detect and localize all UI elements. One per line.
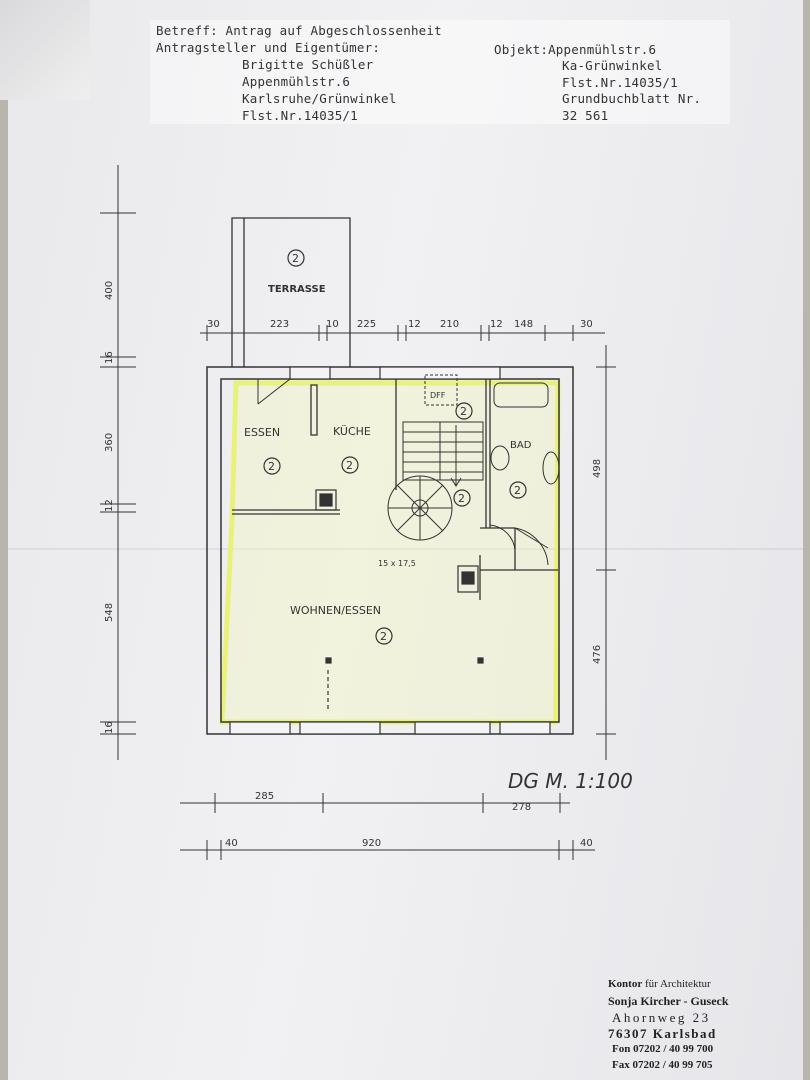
stamp-kontor: Kontor <box>608 978 643 990</box>
dimension-labels: 30 223 10 225 12 210 12 148 30 400 16 36… <box>104 281 603 849</box>
dim-top: 225 <box>357 319 376 330</box>
owner-city: Karlsruhe/Grünwinkel <box>242 91 397 106</box>
dim-top: 12 <box>490 319 503 330</box>
stamp-fax: Fax 07202 / 40 99 705 <box>612 1059 713 1071</box>
label-bath: BAD <box>510 440 532 451</box>
label-attic-hatch: DFF <box>430 391 446 400</box>
stamp-city: 76307 Karlsbad <box>608 1026 717 1041</box>
object-parcel: Flst.Nr.14035/1 <box>562 75 678 90</box>
unit-marker: 2 <box>375 627 393 645</box>
dim-top: 148 <box>514 319 533 330</box>
unit-marker: 2 <box>287 249 305 267</box>
owner-parcel: Flst.Nr.14035/1 <box>242 108 358 123</box>
unit-marker: 2 <box>455 402 473 420</box>
dim-top: 223 <box>270 319 289 330</box>
terrace <box>231 217 351 367</box>
dim-top: 12 <box>408 319 421 330</box>
stamp-phone: Fon 07202 / 40 99 700 <box>612 1043 714 1055</box>
paper-sheet <box>8 0 803 1080</box>
dim-right: 476 <box>592 645 603 664</box>
owner-street: Appenmühlstr.6 <box>242 74 351 89</box>
svg-text:2: 2 <box>268 460 275 473</box>
label-terrace: TERRASSE <box>268 284 326 295</box>
label-living: WOHNEN/ESSEN <box>290 604 381 617</box>
bath-fixtures <box>490 382 560 485</box>
header-block: Betreff: Antrag auf Abgeschlossenheit An… <box>150 20 730 124</box>
plan-title: DG M. 1:100 <box>508 769 633 793</box>
dim-bottom-lower: 40 <box>225 838 238 849</box>
dim-left: 548 <box>104 603 115 622</box>
dim-bottom-lower: 920 <box>362 838 381 849</box>
label-kitchen: KÜCHE <box>333 425 371 438</box>
dim-top: 30 <box>207 319 220 330</box>
label-dining: ESSEN <box>244 426 280 439</box>
dim-bottom-upper: 285 <box>255 791 274 802</box>
dim-top: 10 <box>326 319 339 330</box>
unit-marker: 2 <box>341 456 359 474</box>
dim-left: 16 <box>104 351 115 364</box>
paper-fold <box>8 548 803 550</box>
svg-text:2: 2 <box>346 459 353 472</box>
svg-text:2: 2 <box>514 484 521 497</box>
object-city: Ka-Grünwinkel <box>562 58 663 73</box>
owner-name: Brigitte Schüßler <box>242 57 374 72</box>
dim-bottom-upper: 278 <box>512 802 531 813</box>
dimension-lines <box>100 165 616 860</box>
land-register-number: 32 561 <box>562 108 609 123</box>
windows <box>229 366 551 735</box>
unit-marker: 2 <box>453 489 471 507</box>
dim-left: 16 <box>104 721 115 734</box>
dim-top: 30 <box>580 319 593 330</box>
svg-text:2: 2 <box>380 630 387 643</box>
object-label: Objekt:Appenmühlstr.6 <box>494 42 657 57</box>
svg-text:2: 2 <box>460 405 467 418</box>
applicant-label: Antragsteller und Eigentümer: <box>156 40 381 55</box>
unit-marker: 2 <box>509 481 527 499</box>
label-stair-size: 15 x 17,5 <box>378 559 416 568</box>
land-register-label: Grundbuchblatt Nr. <box>562 91 702 106</box>
stamp-architektur: für Architektur <box>644 978 711 990</box>
dim-top: 210 <box>440 319 459 330</box>
chimneys <box>315 489 484 710</box>
unit-marker: 2 <box>263 457 281 475</box>
dim-left: 360 <box>104 433 115 452</box>
dim-left: 12 <box>104 499 115 512</box>
stamp-name: Sonja Kircher - Guseck <box>608 994 729 1008</box>
stairs <box>387 374 484 541</box>
stamp-street: Ahornweg 23 <box>612 1010 711 1025</box>
svg-text:2: 2 <box>292 252 299 265</box>
unit-markers: 2 2 2 2 2 2 2 <box>263 249 527 645</box>
dim-right: 498 <box>592 459 603 478</box>
doors <box>257 378 549 566</box>
dim-bottom-lower: 40 <box>580 838 593 849</box>
svg-text:2: 2 <box>458 492 465 505</box>
subject-line: Betreff: Antrag auf Abgeschlossenheit <box>156 23 442 38</box>
dim-left: 400 <box>104 281 115 300</box>
folded-corner <box>0 0 90 100</box>
